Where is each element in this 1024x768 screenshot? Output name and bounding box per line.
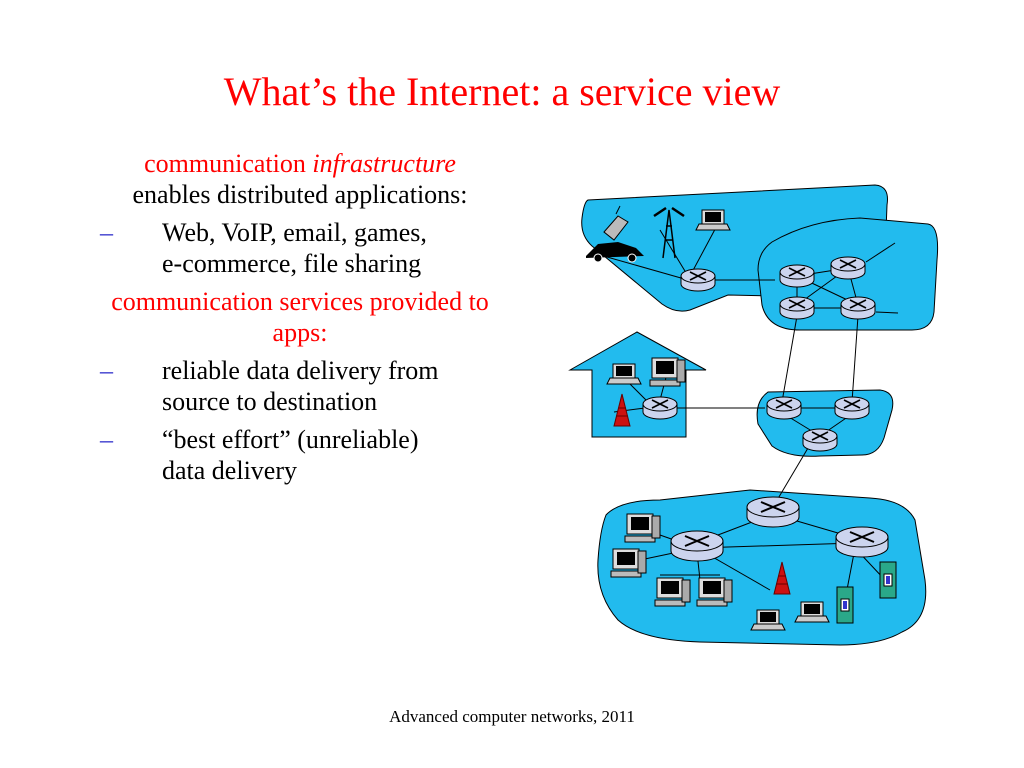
intro-plain: communication [144,149,313,178]
bullet-line: “best effort” (unreliable) [162,425,419,454]
desktop-computer-icon [649,357,686,387]
router-icon [746,496,800,528]
desktop-computer-icon [610,548,647,578]
list-item: – reliable data delivery from source to … [40,355,560,417]
slide-body: communication infrastructure enables dis… [40,148,560,486]
desktop-computer-icon [654,577,691,607]
section-heading-line-2: apps: [272,318,328,347]
router-icon [835,526,889,558]
network-diagram [568,184,939,646]
server-icon [836,586,854,624]
bullet-line: source to destination [162,387,378,416]
router-icon [834,396,870,420]
router-icon [642,396,678,420]
cell-tower-icon [653,206,685,259]
bullet-line: data delivery [162,456,297,485]
server-icon [879,561,897,599]
slide-footer: Advanced computer networks, 2011 [389,707,635,726]
bullet-line: reliable data delivery from [162,356,439,385]
desktop-computer-icon [624,513,661,543]
car-icon [568,242,644,263]
intro-line-2: enables distributed applications: [132,180,468,209]
dash-bullet: – [100,356,113,385]
intro-line-1: communication infrastructure [40,148,560,179]
desktop-computer-icon [696,577,733,607]
bullet-line: Web, VoIP, email, games, [162,218,427,247]
dash-bullet: – [100,218,113,247]
router-icon [779,296,815,320]
router-icon [766,396,802,420]
router-icon [680,268,716,292]
slide-title: What’s the Internet: a service view [223,69,781,114]
dash-bullet: – [100,425,113,454]
router-icon [840,296,876,320]
cell-phone-icon [603,205,629,241]
router-icon [779,264,815,288]
list-item: – “best effort” (unreliable) data delive… [40,424,560,486]
list-item: – Web, VoIP, email, games, e-commerce, f… [40,217,560,279]
router-icon [670,530,724,562]
section-heading-line-1: communication services provided to [111,287,489,316]
bullet-line: e-commerce, file sharing [162,249,422,278]
router-icon [802,428,838,452]
intro-italic: infrastructure [312,149,456,178]
router-icon [830,256,866,280]
